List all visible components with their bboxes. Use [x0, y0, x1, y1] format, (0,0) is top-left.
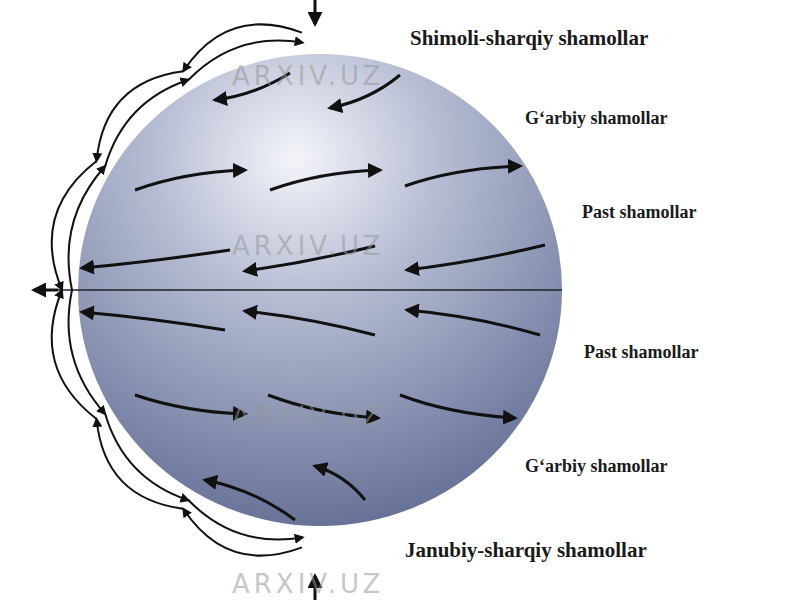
wind-label: G‘arbiy shamollar — [525, 456, 668, 477]
wind-label: Janubiy-sharqiy shamollar — [405, 538, 647, 563]
cell-arrow — [97, 419, 184, 509]
watermark: ARXIV.UZ — [232, 569, 384, 599]
wind-label: Shimoli-sharqiy shamollar — [410, 26, 648, 51]
cell-arrow — [69, 166, 106, 290]
cell-arrow — [69, 290, 106, 414]
equator — [40, 289, 562, 291]
wind-label: G‘arbiy shamollar — [525, 108, 668, 129]
wind-label: Past shamollar — [582, 202, 697, 223]
watermark: ARXIV.UZ — [232, 61, 384, 91]
circulation-cells — [52, 24, 303, 555]
wind-arrows — [82, 73, 545, 520]
cell-arrow — [105, 414, 188, 500]
watermark: ARXIV.UZ — [232, 231, 384, 261]
cell-arrow — [97, 71, 184, 161]
cell-arrow — [52, 290, 97, 419]
watermark: ARXIV.UZ — [232, 401, 384, 431]
cell-arrow — [105, 80, 188, 166]
cell-arrow — [183, 509, 302, 556]
cell-arrow — [189, 500, 303, 539]
wind-label: Past shamollar — [584, 342, 699, 363]
cell-arrow — [52, 161, 97, 290]
